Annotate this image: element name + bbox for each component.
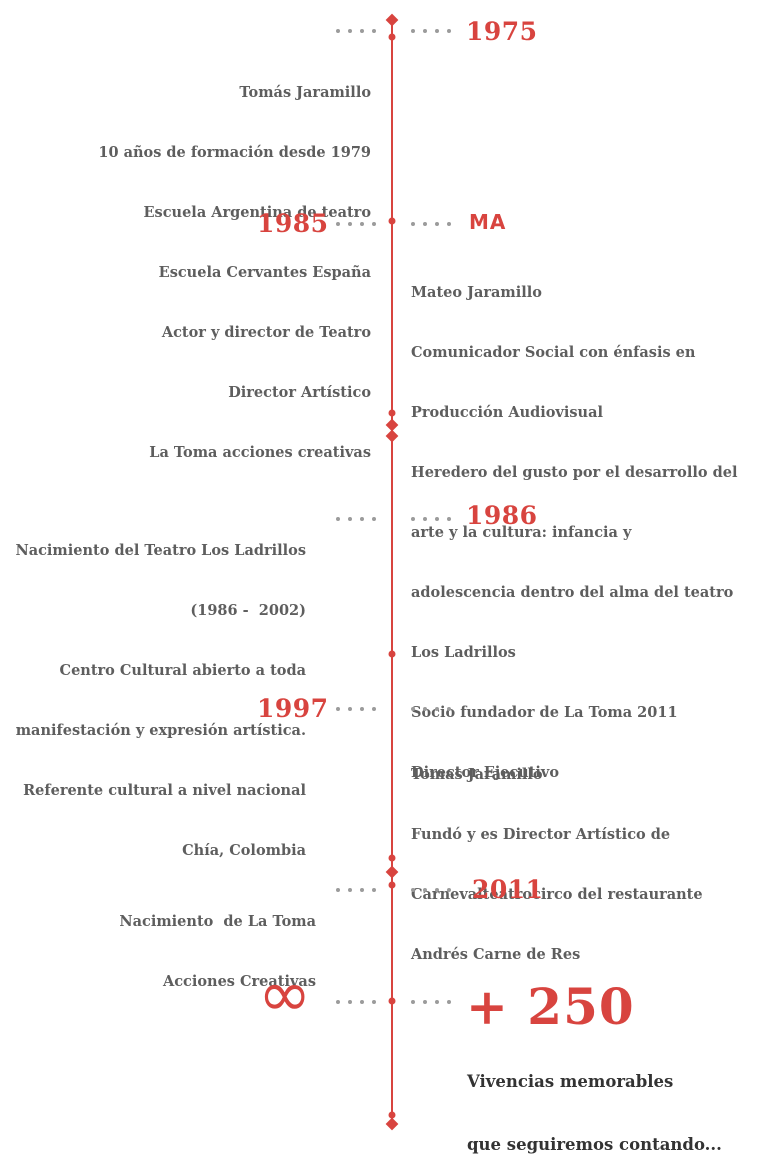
timeline-node [388, 409, 396, 417]
entry-line: Director Ejecutivo [411, 764, 560, 781]
entry-line: Acciones Creativas [162, 973, 316, 990]
connector-dots [336, 222, 376, 226]
entry-1986-text: Nacimiento del Teatro Los Ladrillos (198… [6, 501, 306, 881]
year-1997: 1997 [257, 694, 329, 723]
connector-dots [336, 29, 376, 33]
entry-line: Producción Audiovisual [411, 404, 603, 421]
connector-dots [336, 707, 376, 711]
timeline-node [385, 865, 399, 879]
entry-1975-text: Tomás Jaramillo 10 años de formación des… [41, 43, 371, 483]
timeline-node [388, 1111, 396, 1119]
entry-line: 10 años de formación desde 1979 [98, 144, 371, 161]
connector-dots [411, 1000, 451, 1004]
timeline-node [388, 854, 396, 862]
year-1985: 1985 [257, 209, 329, 238]
entry-line: manifestación y expresión artística. [15, 722, 306, 739]
entry-line: Centro Cultural abierto a toda [59, 662, 306, 679]
entry-line: La Toma acciones creativas [149, 444, 371, 461]
entry-line: Escuela Argentina de teatro [143, 204, 372, 221]
connector-dots [411, 707, 451, 711]
entry-line: Actor y director de Teatro [161, 324, 371, 341]
entry-line: Fundó y es Director Artístico de [411, 826, 671, 843]
entry-line: Andrés Carne de Res [411, 946, 581, 963]
entry-line: Chía, Colombia [182, 842, 306, 859]
connector-dots [336, 517, 376, 521]
entry-line: adolescencia dentro del alma del teatro [411, 584, 734, 601]
entry-line: Los Ladrillos [411, 644, 516, 661]
timeline-node [388, 217, 396, 225]
entry-line: Tomás Jaramillo [239, 84, 371, 101]
connector-dots [336, 888, 376, 892]
entry-line: Nacimiento de La Toma [119, 913, 316, 930]
experiences-count: + 250 [466, 977, 635, 1036]
connector-dots [411, 517, 451, 521]
ma-badge: MA [469, 210, 507, 234]
entry-line: Comunicador Social con énfasis en [411, 344, 696, 361]
final-line: que seguiremos contando... [467, 1135, 722, 1154]
connector-dots [411, 888, 451, 892]
entry-line: Escuela Cervantes España [158, 264, 371, 281]
entry-line: Nacimiento del Teatro Los Ladrillos [15, 542, 306, 559]
entry-line: Director Artístico [228, 384, 371, 401]
timeline-node [385, 1117, 399, 1131]
connector-dots [411, 29, 451, 33]
year-1986: 1986 [466, 501, 538, 530]
timeline-node [385, 13, 399, 27]
connector-dots [411, 222, 451, 226]
entry-2011-text: Nacimiento de La Toma Acciones Creativas [16, 872, 316, 1012]
entry-line: Carnevalteatrocirco del restaurante [411, 886, 703, 903]
entry-line: arte y la cultura: infancia y [411, 524, 632, 541]
timeline-node [388, 33, 396, 41]
entry-1997-text: Tomas Jaramillo Fundó y es Director Artí… [411, 725, 756, 985]
entry-line: Mateo Jaramillo [411, 284, 542, 301]
connector-dots [336, 1000, 376, 1004]
timeline-node [388, 650, 396, 658]
timeline-node [388, 881, 396, 889]
timeline-line [391, 18, 393, 1126]
entry-line: Tomas Jaramillo [411, 766, 543, 783]
infinity-icon: ∞ [258, 958, 312, 1032]
final-line: Vivencias memorables [467, 1072, 674, 1091]
year-2011: 2011 [472, 875, 544, 904]
final-text: Vivencias memorables que seguiremos cont… [467, 1029, 722, 1176]
year-1975: 1975 [466, 17, 538, 46]
entry-line: (1986 - 2002) [190, 602, 306, 619]
timeline-node [388, 997, 396, 1005]
entry-line: Referente cultural a nivel nacional [23, 782, 306, 799]
entry-1985-text: Mateo Jaramillo Comunicador Social con é… [411, 243, 756, 803]
entry-line: Heredero del gusto por el desarrollo del [411, 464, 738, 481]
entry-line: Socio fundador de La Toma 2011 [411, 704, 678, 721]
timeline-node [385, 429, 399, 443]
